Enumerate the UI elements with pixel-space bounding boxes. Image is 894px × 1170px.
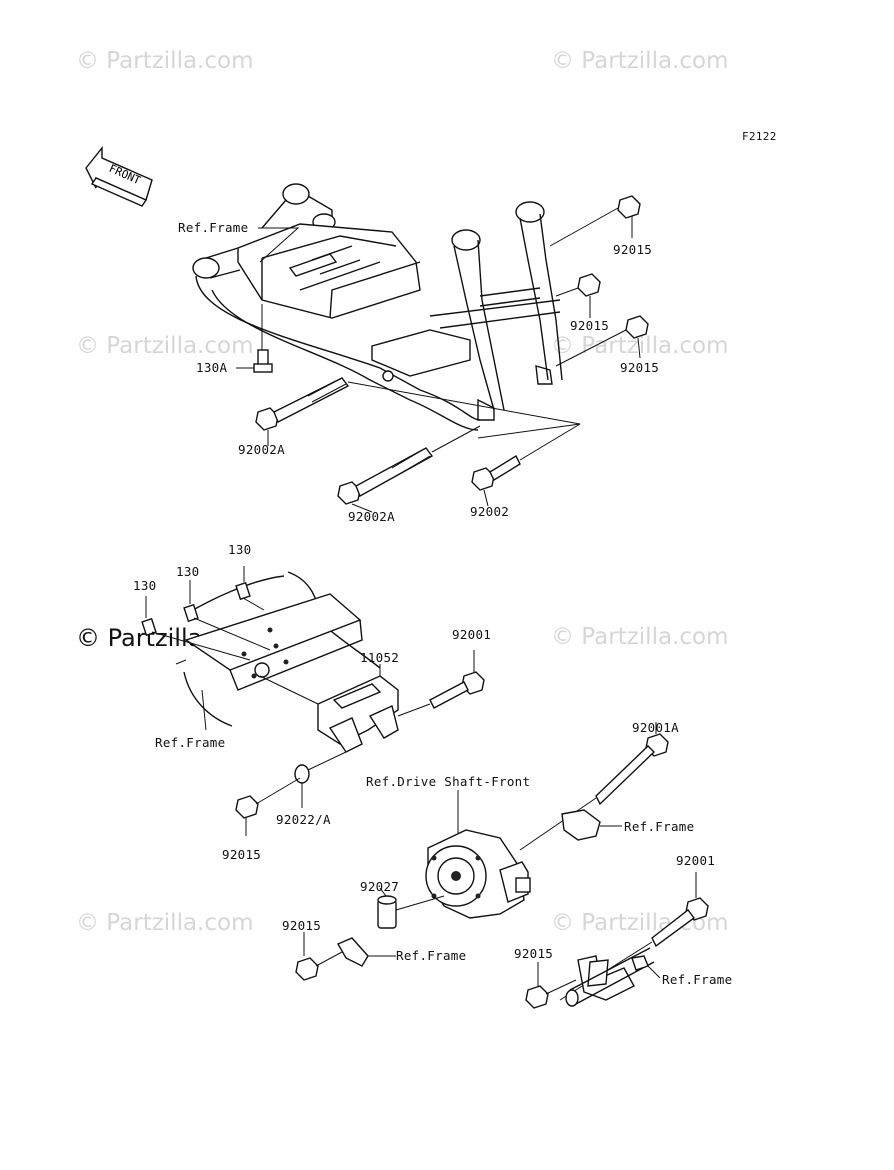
callout-92015: 92015 [222, 847, 262, 862]
frame-section [175, 571, 381, 731]
callout-92002: 92002 [470, 504, 510, 519]
callout-92002A: 92002A [238, 442, 285, 457]
bolt-130A [236, 304, 273, 373]
frame-bracket [565, 947, 661, 1007]
callout-ref-drive-shaft: Ref.Drive Shaft-Front [366, 774, 531, 789]
callout-92001: 92001 [676, 853, 716, 868]
front-differential [425, 790, 531, 919]
front-arrow-icon: FRONT [85, 146, 153, 207]
callout-130A: 130A [196, 360, 228, 375]
watermark: © Partzilla.com [551, 624, 729, 650]
nut-92015 [555, 315, 649, 367]
bolt-130 [141, 596, 251, 661]
frame-crossmember [192, 183, 563, 431]
callout-ref-frame: Ref.Frame [178, 220, 249, 235]
washer-92022A [294, 751, 347, 808]
callout-92002A: 92002A [348, 509, 395, 524]
callout-ref-frame: Ref.Frame [396, 948, 467, 963]
frame-bracket [337, 937, 396, 967]
bolt-92001 [397, 650, 485, 717]
bolt-92001A [519, 722, 669, 851]
callout-92015: 92015 [620, 360, 660, 375]
callout-92001: 92001 [452, 627, 492, 642]
callout-130: 130 [133, 578, 157, 593]
watermark: © Partzilla.com [551, 48, 729, 74]
callout-ref-frame: Ref.Frame [662, 972, 733, 987]
collar-92027 [377, 887, 445, 929]
callout-92001A: 92001A [632, 720, 679, 735]
callout-11052: 11052 [360, 650, 400, 665]
callout-ref-frame: Ref.Frame [155, 735, 226, 750]
callout-92015: 92015 [282, 918, 322, 933]
bracket-11052 [259, 664, 399, 753]
callout-92022A: 92022/A [276, 812, 331, 827]
watermark: © Partzilla.com [76, 333, 254, 359]
callout-ref-frame: Ref.Frame [624, 819, 695, 834]
bolt-130 [183, 580, 271, 651]
callout-92015: 92015 [514, 946, 554, 961]
bolt-92002 [471, 423, 581, 507]
nut-92015 [555, 273, 601, 318]
nut-92015 [525, 962, 577, 1009]
watermark: © Partzilla.com [76, 910, 254, 936]
callout-92015: 92015 [613, 242, 653, 257]
diagram-code: F2122 [742, 130, 777, 143]
watermark: © Partzilla.com [76, 48, 254, 74]
callout-92027: 92027 [360, 879, 400, 894]
nut-92015 [295, 932, 343, 981]
nut-92015 [549, 195, 641, 247]
bolt-130 [235, 566, 265, 611]
callout-130: 130 [176, 564, 200, 579]
callout-130: 130 [228, 542, 252, 557]
nut-92015 [235, 777, 301, 836]
callout-92015: 92015 [570, 318, 610, 333]
bolt-92002A [337, 425, 481, 513]
frame-bracket [561, 809, 622, 841]
